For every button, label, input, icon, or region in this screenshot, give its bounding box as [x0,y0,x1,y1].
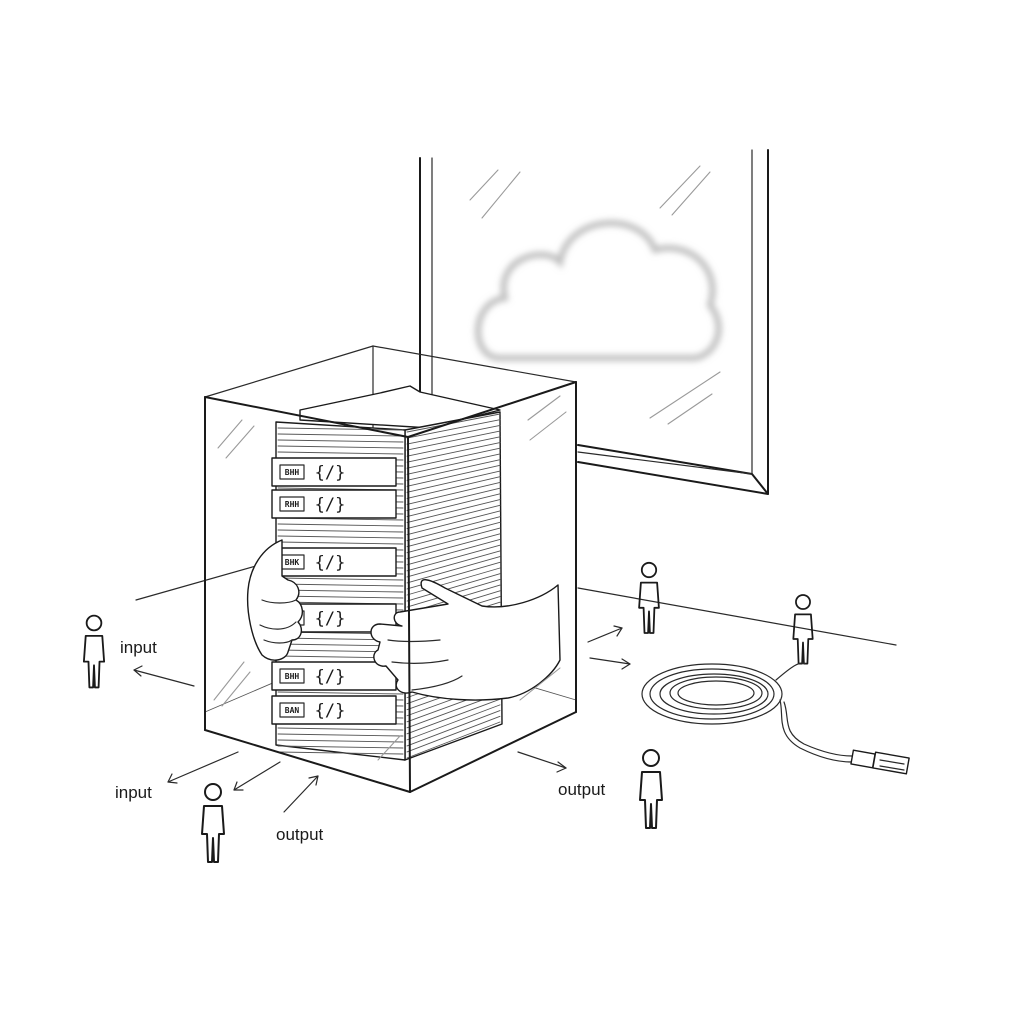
binder-code: {/} [315,553,346,573]
label-output-bottom: output [276,825,324,844]
binder: RHH {/} [272,490,396,518]
binder: BHH {/} [272,458,396,486]
binder: BHH {/} [272,662,396,690]
arrow-bottom-middle [234,762,280,790]
label-input-left: input [120,638,157,657]
binder-tag: BHH [285,672,300,681]
usb-cable-icon [642,663,909,774]
binder-code: {/} [315,667,346,687]
arrow-output-bottom [284,776,318,812]
binder-code: {/} [315,463,346,483]
arrow-input-bottom [168,752,238,783]
binder: BHK {/} [272,548,396,576]
binder-code: {/} [315,701,346,721]
binder-code: {/} [315,609,346,629]
cloud-icon [478,223,719,358]
person-icon [639,563,659,633]
arrow-right-upper [588,626,622,642]
binder: BAN {/} [272,696,396,724]
binder-tag: BHK [285,558,300,567]
label-output-right: output [558,780,606,799]
arrow-input-left [134,666,194,686]
person-icon [640,750,662,828]
arrow-right-lower [590,658,630,669]
person-icon [84,616,104,688]
arrow-output-right-bottom [518,752,566,772]
person-icon [202,784,224,862]
binder-tag: BAN [285,706,300,715]
binder-tag: RHH [285,500,300,509]
binder-code: {/} [315,495,346,515]
paper-stack-side [405,412,502,760]
binder-tag: BHH [285,468,300,477]
label-input-bottom: input [115,783,152,802]
